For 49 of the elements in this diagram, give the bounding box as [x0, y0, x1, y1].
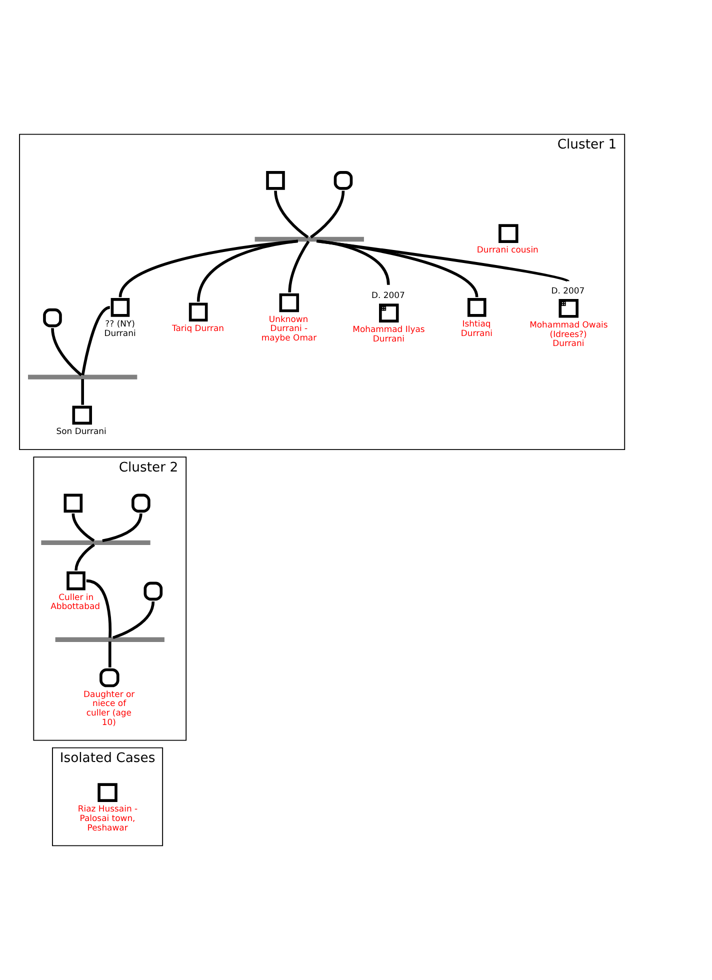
node-label: D. 2007: [371, 290, 405, 300]
connector: [74, 544, 96, 571]
node-label: Unknown Durrani - maybe Omar: [261, 314, 317, 343]
connector: [81, 306, 110, 376]
node-box: [64, 494, 83, 513]
connector: [288, 240, 310, 292]
node-label: D. 2007: [551, 286, 585, 296]
node-label: Mohammad Owais (Idrees?) Durrani: [530, 319, 608, 348]
node-box: [98, 783, 118, 802]
node-box: [279, 293, 300, 312]
connector: [102, 513, 142, 542]
connector: [86, 579, 112, 638]
node-box: [110, 298, 130, 317]
connector: [316, 240, 569, 282]
node-bar: [254, 236, 364, 242]
connector: [310, 190, 345, 238]
node-circle: [144, 582, 163, 601]
node-box: [558, 298, 579, 318]
node-bar: [41, 540, 150, 546]
node-bar: [28, 374, 138, 380]
node-box: [467, 298, 486, 317]
connector: [274, 190, 309, 238]
node-label: Riaz Hussain - Palosai town, Peshawar: [78, 804, 138, 832]
node-box: [266, 171, 285, 190]
node-label: Tariq Durran: [172, 323, 224, 334]
node-label: Culler in Abbottabad: [50, 592, 100, 612]
connector: [51, 328, 82, 376]
node-label: Mohammad Ilyas Durrani: [352, 324, 425, 344]
connector: [112, 601, 155, 640]
node-bar: [55, 637, 164, 642]
node-box: [498, 224, 518, 243]
node-label: Daughter or niece of culler (age 10): [84, 688, 135, 727]
connector: [118, 240, 298, 298]
node-circle: [43, 308, 62, 328]
connector: [317, 240, 478, 298]
node-box: [66, 571, 86, 590]
node-label: Durrani cousin: [476, 244, 538, 255]
connector: [318, 240, 390, 286]
connector: [81, 379, 84, 405]
node-label: Son Durrani: [56, 426, 106, 436]
node-box: [188, 302, 208, 322]
node-label: ?? (NY) Durrani: [104, 318, 136, 338]
node-box: [72, 406, 92, 425]
connector: [72, 513, 95, 542]
node-circle: [132, 494, 150, 513]
connector: [108, 642, 112, 668]
node-label: Ishtiaq Durrani: [460, 318, 492, 338]
connector: [196, 240, 298, 302]
node-circle: [334, 171, 353, 190]
